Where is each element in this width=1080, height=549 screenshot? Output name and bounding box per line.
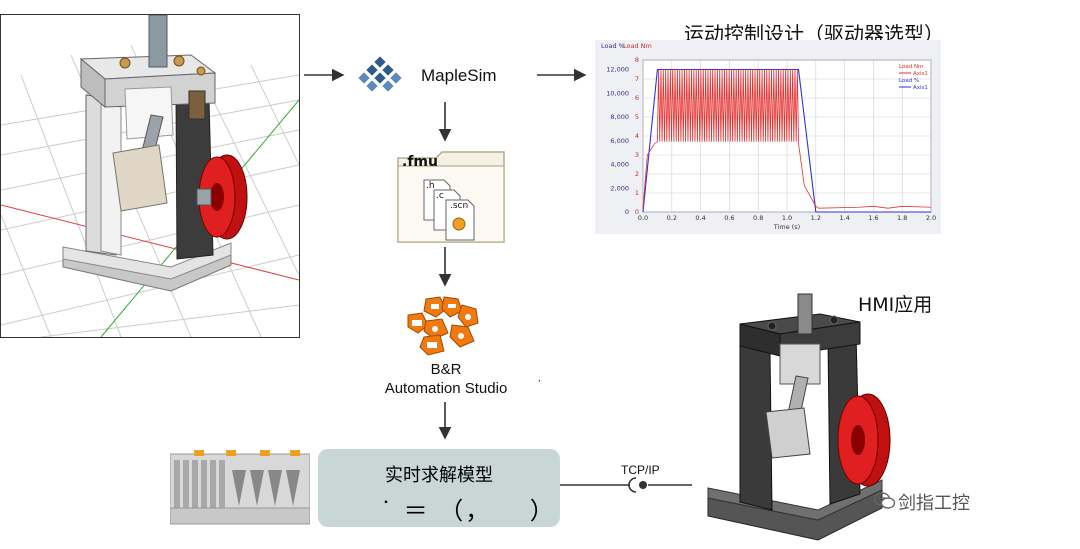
hmi-shaft xyxy=(797,293,813,335)
fmu-folder-icon xyxy=(397,151,505,243)
chart-y-left-tick-label: 0 xyxy=(625,208,629,216)
chart-x-tick-label: 1.2 xyxy=(811,214,821,222)
chart-x-tick-label: 0.2 xyxy=(667,214,677,222)
chart-y-left-tick-label: 6,000 xyxy=(610,137,629,145)
chart-x-tick-label: 0.0 xyxy=(638,214,648,222)
file-scn-label: .scn xyxy=(450,201,469,211)
chart-x-tick-label: 0.8 xyxy=(753,214,763,222)
chart-y-left-tick-label: 8,000 xyxy=(610,113,629,121)
shaft xyxy=(148,15,168,68)
chart-x-tick-label: 1.8 xyxy=(897,214,907,222)
chart-x-axis-label: Time (s) xyxy=(773,223,800,231)
chart-y-right-tick-label: 7 xyxy=(635,75,639,83)
hmi-mechanism-view xyxy=(707,293,891,541)
chart-y-left-axis-label: Load % xyxy=(601,42,625,50)
br-automation-studio-label: B&R Automation Studio xyxy=(376,360,516,398)
svg-text:,: , xyxy=(538,374,541,384)
chart-y-right-tick-label: 6 xyxy=(635,94,639,102)
chart-x-tick-label: 0.4 xyxy=(695,214,705,222)
mechanism-3d-view xyxy=(1,15,299,337)
br-label-line1: B&R xyxy=(430,361,462,378)
drive-load-chart-panel: 0.0 0.2 0.4 0.6 0.8 1.0 1.2 1.4 1.6 1.8 2.0 0 1 2 3 4 5 6… xyxy=(595,40,941,234)
hmi-application-title: HMI应用 xyxy=(858,294,933,316)
drive-load-chart: 0.0 0.2 0.4 0.6 0.8 1.0 1.2 1.4 1.6 1.8 2.0 0 1 2 3 4 5 6… xyxy=(601,42,936,231)
maplesim-logo-icon xyxy=(358,56,402,92)
chart-x-tick-label: 1.6 xyxy=(868,214,878,222)
plug-icon xyxy=(639,481,647,489)
chart-series-load-nm xyxy=(642,69,932,209)
hmi-left-pillar xyxy=(739,343,773,511)
chart-x-tick-label: 1.0 xyxy=(782,214,792,222)
fmu-label: .fmu xyxy=(402,154,438,170)
x-axis-line xyxy=(1,204,299,281)
chart-y-left-tick-label: 12,000 xyxy=(606,66,629,74)
chart-y-right-tick-label: 0 xyxy=(635,208,639,216)
realtime-model-box: 实时求解模型 ˙ ＝ （， ） xyxy=(318,449,560,527)
hmi-crank-block xyxy=(765,407,811,459)
chart-legend-entry: Axis1 xyxy=(913,85,928,91)
chart-x-tick-label: 1.4 xyxy=(839,214,849,222)
chart-y-left-tick-label: 4,000 xyxy=(610,161,629,169)
maplesim-label: MapleSim xyxy=(421,66,497,85)
source-files-icon xyxy=(423,179,475,241)
chart-x-tick-label: 2.0 xyxy=(926,214,936,222)
socket-icon xyxy=(628,477,637,493)
model-equation: ˙ ＝ （， ） xyxy=(380,497,556,525)
chart-y-right-tick-label: 8 xyxy=(635,56,639,64)
chart-y-right-tick-label: 4 xyxy=(635,132,639,140)
automation-studio-logo-icon xyxy=(407,296,479,356)
plc-hardware-icon xyxy=(170,450,310,525)
realtime-model-title: 实时求解模型 xyxy=(385,465,493,486)
chart-y-right-tick-label: 3 xyxy=(635,151,639,159)
chart-legend-entry: Axis1 xyxy=(913,71,928,77)
chart-x-tick-label: 0.6 xyxy=(724,214,734,222)
file-c-label: .c xyxy=(436,191,444,201)
wechat-icon xyxy=(874,492,896,509)
watermark-text: 剑指工控 xyxy=(898,493,970,514)
3d-model-viewport xyxy=(0,14,300,338)
tcpip-label: TCP/IP xyxy=(621,463,660,477)
br-label-line2: Automation Studio xyxy=(384,380,508,397)
chart-legend-entry: Load Nm xyxy=(899,64,923,70)
file-h-label: .h xyxy=(426,181,435,191)
chart-series-load-percent xyxy=(642,68,931,213)
chart-y-right-tick-label: 5 xyxy=(635,113,639,121)
chart-y-right-tick-label: 1 xyxy=(635,189,639,197)
chart-y-right-tick-label: 2 xyxy=(635,170,639,178)
chart-y-left-tick-label: 10,000 xyxy=(606,89,629,97)
chart-y-right-axis-label: Load Nm xyxy=(623,42,652,50)
chart-legend-entry: Load % xyxy=(899,78,919,84)
crank-block xyxy=(112,144,168,212)
chart-y-left-tick-label: 2,000 xyxy=(610,184,629,192)
